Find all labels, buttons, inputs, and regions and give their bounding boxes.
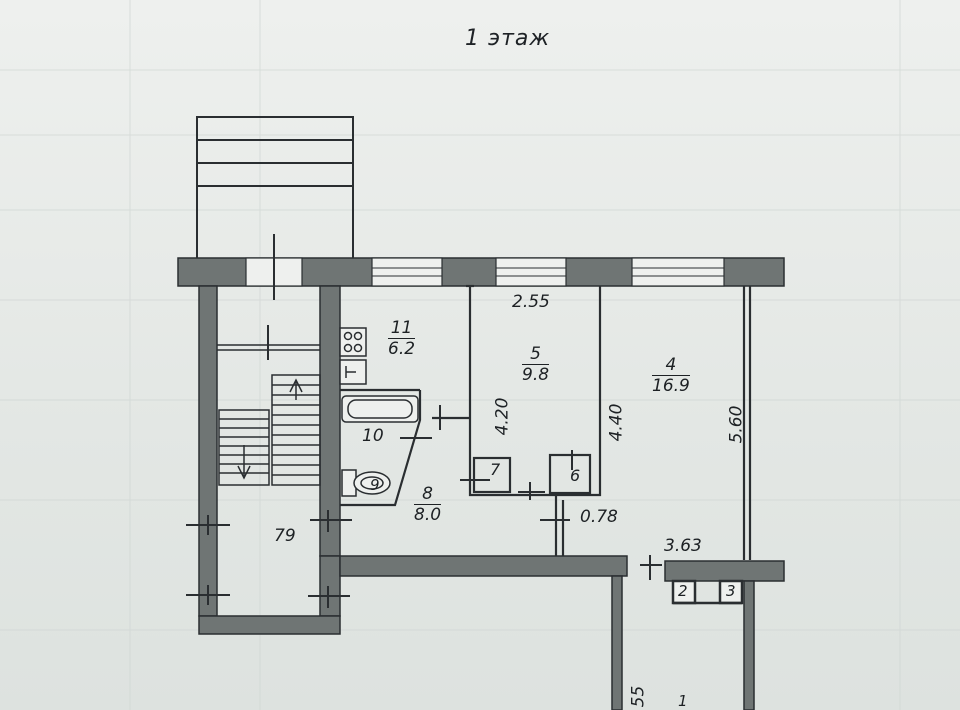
- room-4-area: 16.9: [652, 376, 690, 396]
- room-8-number: 8: [414, 486, 442, 505]
- dimension-4-20: 4.20: [492, 397, 513, 436]
- room-8-area: 8.0: [414, 505, 442, 525]
- stairwell-label: 79: [274, 526, 296, 546]
- room-11-number: 11: [388, 320, 416, 339]
- room-5-number: 5: [522, 346, 550, 365]
- dimension-0-78: 0.78: [580, 507, 618, 527]
- staircase: [217, 344, 321, 486]
- room-11-area: 6.2: [388, 339, 416, 359]
- stair-door-marks: [186, 325, 352, 608]
- utility-niches: [671, 579, 744, 605]
- sink-icon: [339, 359, 367, 385]
- room-7-label: 7: [490, 460, 501, 479]
- interior-partitions: [340, 284, 752, 560]
- bathtub-icon: [341, 395, 419, 423]
- dimension-3-63: 3.63: [664, 536, 702, 556]
- room-6-label: 6: [570, 466, 581, 485]
- exterior-wall-top: [177, 234, 785, 300]
- room-5-label: 5 9.8: [522, 346, 550, 385]
- room-10-label: 10: [362, 426, 384, 446]
- room-8-label: 8 8.0: [414, 486, 442, 525]
- dimension-5-60: 5.60: [726, 405, 747, 444]
- room-1-label: 1: [678, 692, 688, 710]
- toilet-icon: [341, 469, 391, 497]
- stove-icon: [339, 327, 367, 357]
- exterior-wall-lower: [339, 555, 785, 710]
- niche-3-label: 3: [726, 582, 736, 600]
- room-5-area: 9.8: [522, 365, 550, 385]
- room-11-label: 11 6.2: [388, 320, 416, 359]
- dimension-2-55: 2.55: [512, 292, 550, 312]
- room-4-label: 4 16.9: [652, 357, 690, 395]
- dimension-55: 55: [628, 685, 649, 708]
- room-4-number: 4: [652, 357, 690, 376]
- stairwell-walls: [198, 285, 341, 635]
- room-9-label: 9: [370, 476, 380, 494]
- niche-2-label: 2: [678, 582, 688, 600]
- dimension-4-40: 4.40: [606, 403, 627, 442]
- floor-title: 1 этаж: [465, 26, 551, 51]
- door-marks: [400, 405, 662, 580]
